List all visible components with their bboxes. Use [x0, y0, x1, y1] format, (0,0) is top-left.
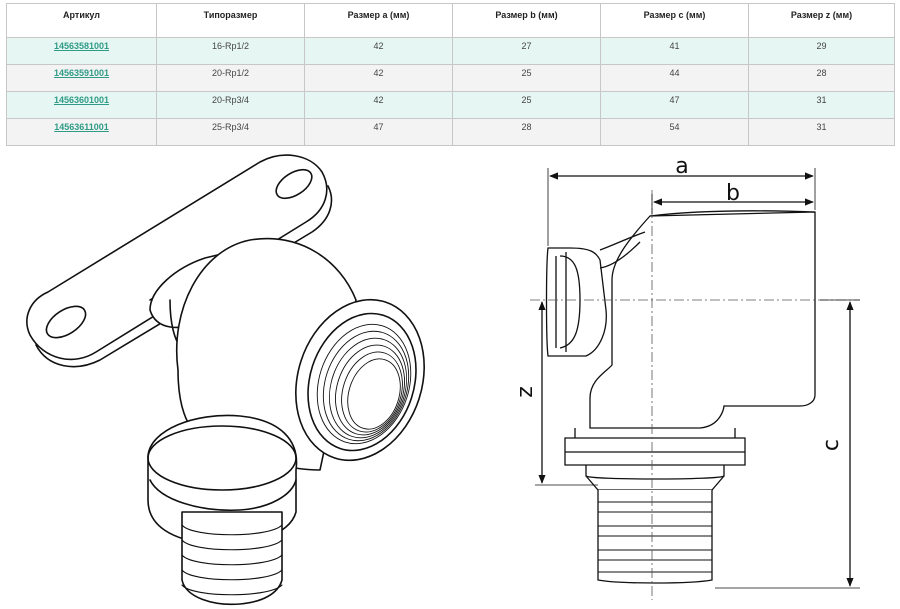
article-link[interactable]: 14563601001 — [53, 95, 110, 105]
table-header-row: Артикул Типоразмер Размер a (мм) Размер … — [6, 3, 895, 38]
cell-b: 27 — [452, 37, 601, 65]
pex-barb — [181, 511, 283, 606]
header-dim-z: Размер z (мм) — [748, 3, 895, 38]
cell-z: 29 — [748, 37, 895, 65]
fitting-drawings: a b z c — [26, 154, 860, 606]
socket-inner-rim — [307, 312, 417, 452]
mounting-plate-edge — [35, 185, 333, 368]
spec-table: Артикул Типоразмер Размер a (мм) Размер … — [6, 3, 895, 146]
header-size: Типоразмер — [156, 3, 305, 38]
label-b: b — [726, 181, 740, 206]
cell-article: 14563611001 — [6, 118, 157, 146]
mounting-hole-left — [45, 305, 87, 339]
article-link[interactable]: 14563591001 — [53, 68, 110, 78]
cell-article: 14563591001 — [6, 64, 157, 92]
cell-article: 14563601001 — [6, 91, 157, 119]
cell-b: 25 — [452, 91, 601, 119]
cell-a: 42 — [304, 37, 453, 65]
cell-z: 31 — [748, 91, 895, 119]
article-link[interactable]: 14563611001 — [54, 122, 109, 132]
technical-fitting-drawing — [530, 168, 860, 600]
cell-c: 41 — [600, 37, 749, 65]
table-row: 14563581001 16-Rp1/2 42 27 41 29 — [6, 37, 895, 65]
socket-thread — [316, 323, 412, 445]
cell-size: 20-Rp1/2 — [156, 64, 305, 92]
cell-a: 42 — [304, 64, 453, 92]
cell-z: 28 — [748, 64, 895, 92]
elbow-side-outline — [589, 211, 816, 429]
mounting-plate — [26, 154, 328, 361]
mounting-hole-right — [275, 168, 313, 200]
cell-c: 54 — [600, 118, 749, 146]
isometric-fitting-drawing — [26, 154, 425, 606]
header-dim-c: Размер c (мм) — [600, 3, 749, 38]
label-z: z — [513, 386, 538, 398]
bracket-side — [545, 247, 607, 357]
header-dim-b: Размер b (мм) — [452, 3, 601, 38]
table-row: 14563601001 20-Rp3/4 42 25 47 31 — [6, 91, 895, 119]
cell-z: 31 — [748, 118, 895, 146]
cell-c: 47 — [600, 91, 749, 119]
cell-b: 25 — [452, 64, 601, 92]
header-dim-a: Размер a (мм) — [304, 3, 453, 38]
label-c: c — [819, 439, 844, 451]
cell-c: 44 — [600, 64, 749, 92]
header-article: Артикул — [6, 3, 157, 38]
label-a: a — [675, 154, 688, 179]
table-row: 14563591001 20-Rp1/2 42 25 44 28 — [6, 64, 895, 92]
table-row: 14563611001 25-Rp3/4 47 28 54 31 — [6, 118, 895, 146]
cell-size: 16-Rp1/2 — [156, 37, 305, 65]
cell-article: 14563581001 — [6, 37, 157, 65]
cell-size: 20-Rp3/4 — [156, 91, 305, 119]
cell-a: 42 — [304, 91, 453, 119]
cell-b: 28 — [452, 118, 601, 146]
article-link[interactable]: 14563581001 — [53, 41, 110, 51]
cell-a: 47 — [304, 118, 453, 146]
